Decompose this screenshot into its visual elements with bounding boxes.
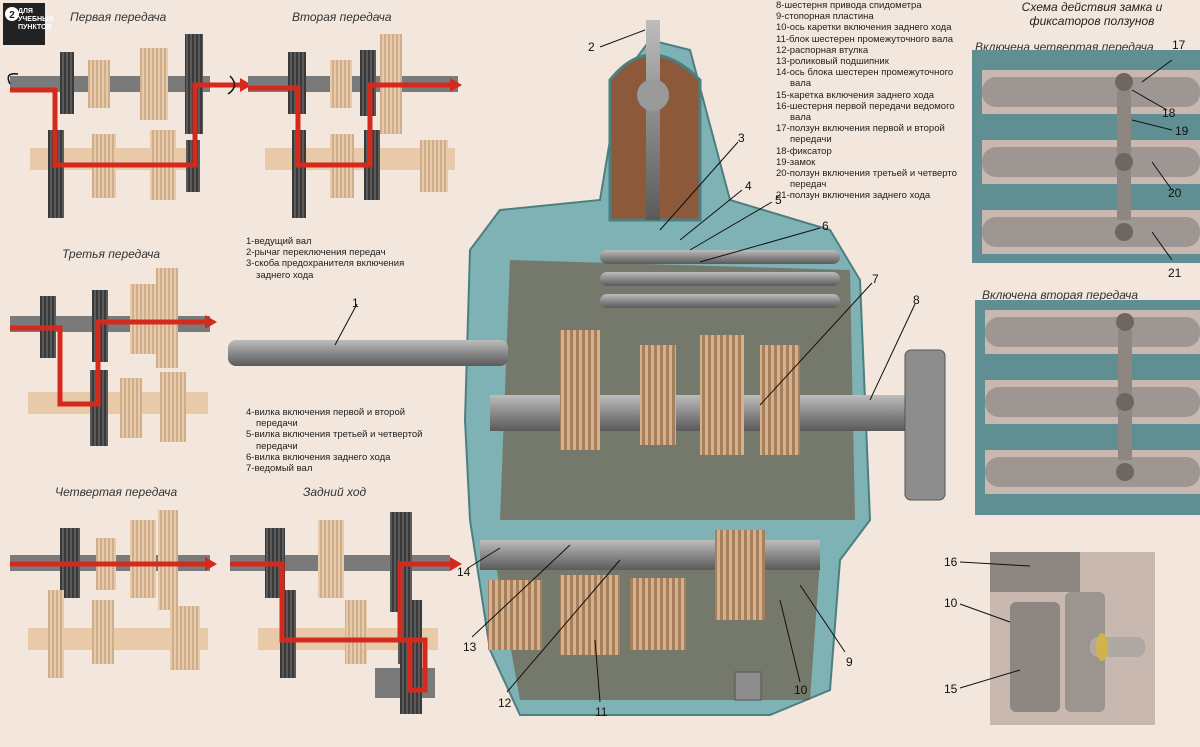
callout-5: 5 (775, 193, 782, 207)
legend-item: заднего хода (256, 269, 314, 281)
legend-item: вала (790, 112, 812, 124)
legend-item: 1-ведущий вал (246, 236, 312, 247)
legend-item: 19-замок (776, 156, 816, 168)
callout-6: 6 (822, 219, 829, 233)
legend-item: передачи (256, 440, 298, 452)
legend-item: 8-шестерня привода спидометра (776, 0, 922, 11)
legend-item: 5-вилка включения третьей и четвертой (246, 429, 423, 441)
legend-item: 16-шестерня первой передачи ведомого (776, 100, 955, 112)
scheme-second-diagram (975, 300, 1200, 515)
legend-item: 7-ведомый вал (246, 463, 313, 475)
legend-item: 11-блок шестерен промежуточного вала (776, 33, 954, 45)
legend-item: передачи (790, 134, 832, 146)
callout-numbers: 1 2 3 4 5 6 7 8 9 10 11 12 13 14 (352, 40, 920, 719)
legend-item: 13-роликовый подшипник (776, 56, 889, 68)
legend-item: 17-ползун включения первой и второй (776, 123, 945, 135)
legend-item: 4-вилка включения первой и второй (246, 407, 406, 418)
legend-item: 9-стопорная пластина (776, 11, 874, 23)
scheme-title-line1: Схема действия замка и (1021, 0, 1163, 14)
callout-4: 4 (745, 179, 752, 193)
legend-item: 15-каретка включения заднего хода (776, 89, 935, 101)
legend-item: 12-распорная втулка (776, 44, 869, 56)
legend-item: 21-ползун включения заднего хода (776, 190, 931, 202)
gearbox-cutaway: 1 2 3 4 5 6 7 8 9 10 11 12 13 14 (228, 20, 946, 719)
callout-10: 10 (794, 683, 808, 697)
panel-title-third-gear: Третья передача (62, 247, 161, 261)
callout-3: 3 (738, 131, 745, 145)
callout-21: 21 (1168, 266, 1182, 280)
scheme-second-label: Включена вторая передача (982, 288, 1139, 302)
legend-item: 18-фиксатор (776, 145, 832, 157)
callout-10-inset: 10 (944, 596, 958, 610)
callout-17: 17 (1172, 38, 1186, 52)
leader-lines (334, 29, 916, 703)
panel-title-reverse: Задний ход (303, 485, 367, 499)
panel-fourth-gear (10, 510, 217, 678)
scheme-title-line2: фиксаторов ползунов (1029, 14, 1155, 28)
callout-20: 20 (1168, 186, 1182, 200)
panel-reverse (230, 512, 462, 714)
logo: 2 ДЛЯ УЧЕБНЫХ ПУНКТОВ (2, 2, 54, 46)
callout-18: 18 (1162, 106, 1176, 120)
callout-7: 7 (872, 272, 879, 286)
panel-title-first-gear: Первая передача (70, 10, 167, 24)
callout-14: 14 (457, 565, 471, 579)
panel-title-second-gear: Вторая передача (292, 10, 392, 24)
legend-left-top: 1-ведущий вал 2-рычаг переключения перед… (246, 236, 404, 281)
legend-item: 6-вилка включения заднего хода (246, 451, 391, 463)
power-flow-arrow (230, 561, 450, 693)
callout-16: 16 (944, 555, 958, 569)
legend-item: 3-скоба предохранителя включения (246, 258, 405, 270)
legend-item: 20-ползун включения третьей и четверто (776, 168, 957, 180)
callout-8: 8 (913, 293, 920, 307)
panel-first-gear (7, 34, 252, 218)
legend-item: передачи (256, 418, 298, 430)
inset-leader-lines (959, 561, 1031, 689)
callout-12: 12 (498, 696, 512, 710)
callout-9: 9 (846, 655, 853, 669)
power-flow-arrow (248, 82, 450, 168)
panel-third-gear (10, 268, 217, 446)
callout-19: 19 (1175, 124, 1189, 138)
callout-13: 13 (463, 640, 477, 654)
legend-right: 8-шестерня привода спидометра 9-стопорна… (776, 0, 957, 202)
gear-schematics (7, 34, 462, 714)
legend-item: передач (790, 179, 827, 191)
callout-15: 15 (944, 682, 958, 696)
logo-text: ДЛЯ УЧЕБНЫХ ПУНКТОВ (18, 8, 54, 31)
legend-left-bottom: 4-вилка включения первой и второй переда… (246, 407, 422, 474)
legend-item: вала (790, 78, 812, 90)
panel-title-fourth-gear: Четвертая передача (55, 485, 178, 499)
legend-item: 10-ось каретки включения заднего хода (776, 22, 952, 34)
callout-1: 1 (352, 296, 359, 310)
scheme-fourth-diagram (972, 50, 1200, 263)
legend-item: 2-рычаг переключения передач (246, 247, 386, 259)
panel-second-gear (248, 34, 462, 218)
callout-11: 11 (595, 705, 608, 719)
logo-badge: 2 (9, 10, 15, 21)
reverse-carriage-inset (990, 552, 1155, 725)
callout-2: 2 (588, 40, 595, 54)
scheme-title: Схема действия замка и фиксаторов ползун… (992, 0, 1192, 28)
power-flow-arrow (10, 82, 240, 168)
legend-item: 14-ось блока шестерен промежуточного (776, 67, 954, 79)
logo-icon: 2 (3, 3, 45, 45)
power-flow-arrow (10, 319, 205, 407)
